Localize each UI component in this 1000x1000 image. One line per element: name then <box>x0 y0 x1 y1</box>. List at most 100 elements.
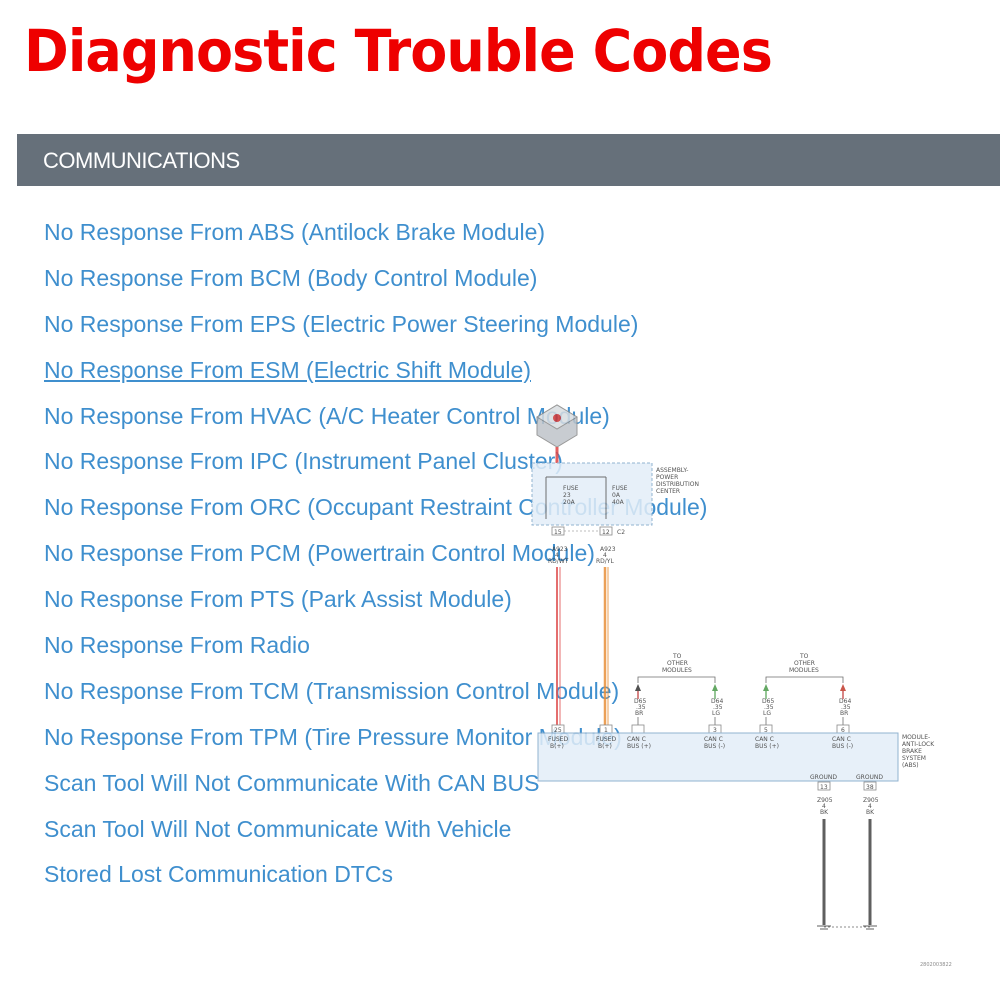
fuse-left-l1: FUSE <box>563 485 579 492</box>
terminal-4-l1: CAN C <box>704 736 723 743</box>
pdc-label-l3: DISTRIBUTION <box>656 481 699 488</box>
module-pin-1: 25 <box>554 727 562 734</box>
dtc-link[interactable]: No Response From PCM (Powertrain Control… <box>44 540 595 567</box>
dtc-link[interactable]: No Response From ESM (Electric Shift Mod… <box>44 356 531 383</box>
dtc-link[interactable]: No Response From IPC (Instrument Panel C… <box>44 448 563 475</box>
terminal-1-l1: FUSED <box>548 736 568 743</box>
to-modules-b-l2: OTHER <box>794 660 815 667</box>
ground-wire-a-l3: BK <box>820 809 829 816</box>
dtc-link[interactable]: Scan Tool Will Not Communicate With CAN … <box>44 769 540 796</box>
pdc-label-l2: POWER <box>656 474 678 481</box>
ground-label-a: GROUND <box>810 774 837 781</box>
can-wire-2-l2: .35 <box>713 704 723 711</box>
dtc-list-item: No Response From PCM (Powertrain Control… <box>44 536 707 582</box>
fuse-right-l2: 0A <box>612 492 621 499</box>
to-modules-a-l1: TO <box>672 653 682 660</box>
fuse-left-l2: 23 <box>563 492 571 499</box>
dtc-link[interactable]: No Response From BCM (Body Control Modul… <box>44 264 538 291</box>
module-label-l3: BRAKE <box>902 748 922 755</box>
wiring-diagram: FUSE 23 20A FUSE 0A 40A ASSEMBLY- POWER … <box>531 404 952 968</box>
pdc-pin-left: 15 <box>554 529 562 536</box>
fuse-right-l3: 40A <box>612 499 625 506</box>
module-pin-3: 3 <box>713 727 717 734</box>
ground-wire-b-l1: Z905 <box>863 797 879 804</box>
ground-pin-a: 13 <box>820 784 828 791</box>
can-wire-4-l1: D64 <box>839 698 851 705</box>
module-pin-2: 1 <box>604 727 608 734</box>
can-wire-3-l2: .35 <box>764 704 774 711</box>
terminal-6-l2: BUS (-) <box>832 743 853 750</box>
ground-wire-b-l2: 4 <box>868 803 872 810</box>
terminal-3-l2: BUS (+) <box>627 743 651 750</box>
section-header: COMMUNICATIONS <box>17 134 1000 186</box>
dtc-list-item: No Response From PTS (Park Assist Module… <box>44 582 707 628</box>
terminal-2-l2: B(+) <box>598 743 612 750</box>
dtc-list-item: No Response From ABS (Antilock Brake Mod… <box>44 215 707 261</box>
terminal-4-l2: BUS (-) <box>704 743 725 750</box>
dtc-link[interactable]: Scan Tool Will Not Communicate With Vehi… <box>44 815 512 842</box>
pdc-label-l4: CENTER <box>656 488 680 495</box>
to-modules-a-l3: MODULES <box>662 667 692 674</box>
wire-right-l2: 4 <box>603 552 607 559</box>
ground-label-b: GROUND <box>856 774 883 781</box>
wire-left-l1: A923 <box>552 546 568 553</box>
terminal-5-l1: CAN C <box>755 736 774 743</box>
ground-wire-b-l3: BK <box>866 809 875 816</box>
can-wire-2-l1: D64 <box>711 698 723 705</box>
dtc-link[interactable]: No Response From HVAC (A/C Heater Contro… <box>44 402 610 429</box>
terminal-6-l1: CAN C <box>832 736 851 743</box>
wire-left-l2: 4 <box>555 552 559 559</box>
dtc-link-list: No Response From ABS (Antilock Brake Mod… <box>44 215 707 903</box>
ground-wire-a-l2: 4 <box>822 803 826 810</box>
pdc-connector-id: C2 <box>617 529 625 536</box>
terminal-5-l2: BUS (+) <box>755 743 779 750</box>
terminal-3-l1: CAN C <box>627 736 646 743</box>
to-modules-b-l1: TO <box>799 653 809 660</box>
section-title: COMMUNICATIONS <box>43 148 240 173</box>
page-title: Diagnostic Trouble Codes <box>24 17 773 85</box>
ground-pin-b: 38 <box>866 784 874 791</box>
dtc-list-item: No Response From EPS (Electric Power Ste… <box>44 307 707 353</box>
dtc-link[interactable]: No Response From EPS (Electric Power Ste… <box>44 310 639 337</box>
wire-right-l3: RD/YL <box>596 558 614 565</box>
abs-module-box <box>537 732 899 782</box>
battery-icon <box>536 404 578 448</box>
ground-symbol-icon <box>817 925 877 930</box>
terminal-1-l2: B(+) <box>550 743 564 750</box>
dtc-link[interactable]: No Response From PTS (Park Assist Module… <box>44 586 512 613</box>
figure-id: 2802003822 <box>920 962 952 968</box>
module-label-l1: MODULE- <box>902 734 930 741</box>
wire-right-l1: A923 <box>600 546 616 553</box>
can-wire-4-l3: BR <box>840 710 848 717</box>
dtc-list-item: No Response From Radio <box>44 628 707 674</box>
fuse-right-l1: FUSE <box>612 485 628 492</box>
can-wire-1-l3: BR <box>635 710 643 717</box>
can-wire-1-l1: D65 <box>634 698 646 705</box>
dtc-list-item: No Response From ESM (Electric Shift Mod… <box>44 353 707 399</box>
dtc-list-item: No Response From IPC (Instrument Panel C… <box>44 444 707 490</box>
dtc-list-item: No Response From TCM (Transmission Contr… <box>44 674 707 720</box>
terminal-2-l1: FUSED <box>596 736 616 743</box>
dtc-link[interactable]: No Response From TCM (Transmission Contr… <box>44 677 620 704</box>
can-wire-3-l1: D65 <box>762 698 774 705</box>
module-label-l4: SYSTEM <box>902 755 926 762</box>
can-wire-2-l3: LG <box>712 710 720 717</box>
module-label-l5: (ABS) <box>902 762 919 769</box>
can-wire-4-l2: .35 <box>841 704 851 711</box>
dtc-list-item: Stored Lost Communication DTCs <box>44 857 707 903</box>
can-wire-3-l3: LG <box>763 710 771 717</box>
to-modules-a-l2: OTHER <box>667 660 688 667</box>
dtc-list-item: No Response From TPM (Tire Pressure Moni… <box>44 720 707 766</box>
dtc-list-item: No Response From BCM (Body Control Modul… <box>44 261 707 307</box>
to-modules-b-l3: MODULES <box>789 667 819 674</box>
wire-left-l3: RD/WT <box>548 558 569 565</box>
fuse-left-l3: 20A <box>563 499 576 506</box>
dtc-link[interactable]: Stored Lost Communication DTCs <box>44 861 393 888</box>
dtc-link[interactable]: No Response From ABS (Antilock Brake Mod… <box>44 219 546 245</box>
dtc-link[interactable]: No Response From Radio <box>44 632 310 659</box>
dtc-list-item: Scan Tool Will Not Communicate With CAN … <box>44 766 707 812</box>
pdc-label-l1: ASSEMBLY- <box>656 467 688 474</box>
pdc-box <box>531 462 653 526</box>
dtc-link[interactable]: No Response From TPM (Tire Pressure Moni… <box>44 723 622 750</box>
module-pin-5: 6 <box>841 727 845 734</box>
